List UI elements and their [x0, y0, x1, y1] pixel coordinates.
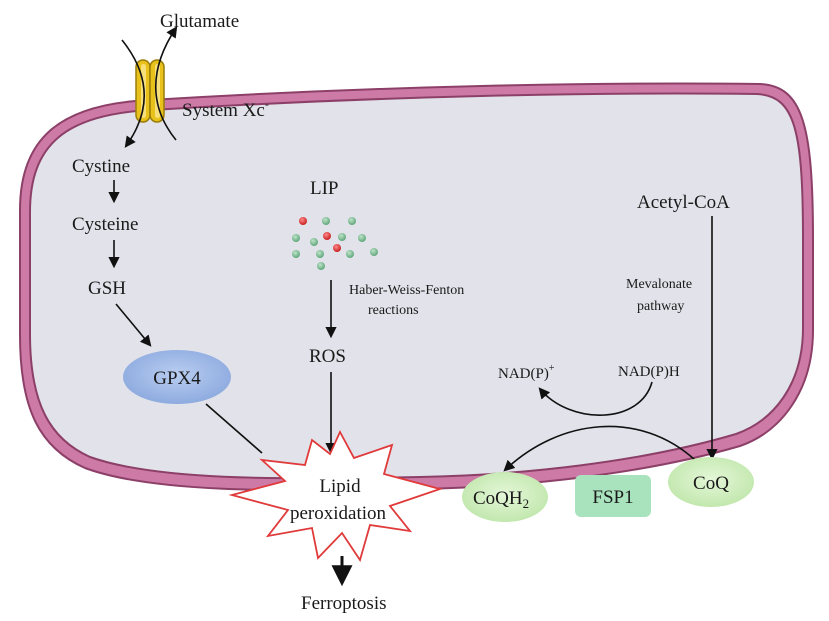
cystine-label: Cystine	[72, 156, 130, 177]
lip-label: LIP	[310, 178, 339, 199]
glutamate-label: Glutamate	[160, 11, 239, 32]
acetyl-coa-label: Acetyl-CoA	[637, 192, 730, 213]
nadph-label: NAD(P)H	[618, 364, 680, 380]
nadph-oxidation-arrow	[538, 381, 653, 416]
coq-label: CoQ	[693, 473, 729, 494]
ferroptosis-label: Ferroptosis	[301, 593, 387, 614]
ros-label: ROS	[309, 346, 346, 367]
haber-weiss-label-line2: reactions	[368, 303, 419, 318]
gsh-label: GSH	[88, 278, 126, 299]
cysteine-label: Cysteine	[72, 214, 139, 235]
glutamate-export-arrow	[154, 26, 178, 141]
lipid-peroxidation-burst-icon: Lipid peroxidation	[228, 429, 444, 563]
coqh2-node: CoQH2	[462, 472, 548, 522]
fsp1-node: FSP1	[575, 475, 651, 517]
gpx4-label: GPX4	[153, 368, 201, 389]
coq-node: CoQ	[668, 457, 754, 507]
cystine-import-arrow	[121, 39, 146, 148]
haber-weiss-label-line1: Haber-Weiss-Fenton	[349, 283, 464, 298]
mevalonate-label-line2: pathway	[637, 299, 684, 314]
coq-reduction-arrow	[503, 425, 696, 472]
nadp-plus-label: NAD(P)+	[498, 363, 555, 382]
gsh-to-gpx4-arrow	[115, 303, 152, 347]
coqh2-label: CoQH2	[473, 488, 529, 511]
gpx4-node: GPX4	[123, 350, 231, 404]
lipid-label-line2: peroxidation	[290, 503, 387, 524]
mevalonate-label-line1: Mevalonate	[626, 277, 692, 292]
lipid-label-line1: Lipid	[319, 476, 361, 497]
fsp1-label: FSP1	[592, 487, 633, 508]
iron-particles-icon	[292, 217, 378, 270]
gpx4-inhibition-line	[205, 403, 263, 454]
system-xc-label: System Xc-	[182, 97, 269, 121]
